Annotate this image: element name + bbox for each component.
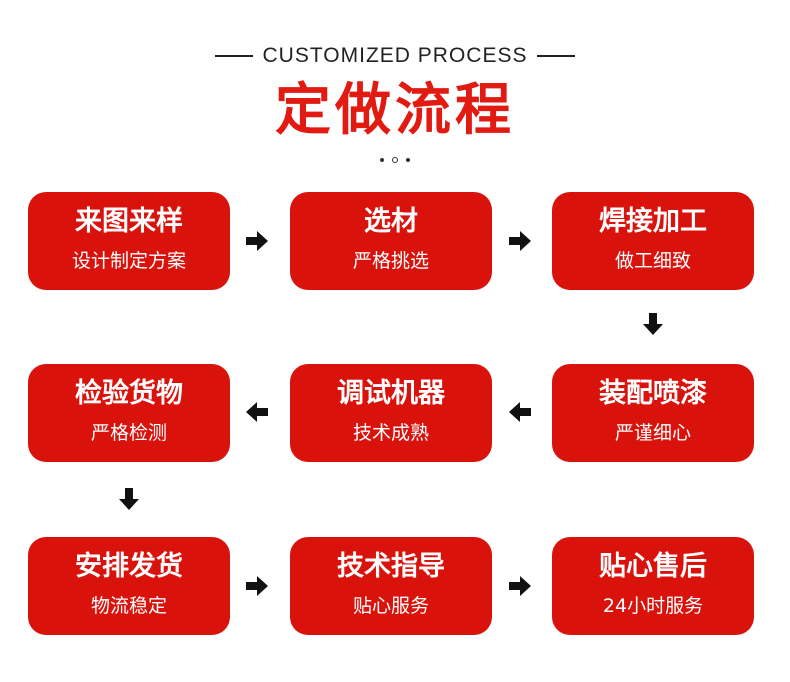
header-subtitle: CUSTOMIZED PROCESS (262, 44, 528, 67)
step-desc: 严谨细心 (614, 422, 691, 444)
arrow-right-icon (508, 574, 532, 598)
arrow-down-icon (117, 487, 141, 511)
step-desc: 严格挑选 (352, 250, 429, 272)
step-desc: 24小时服务 (602, 595, 704, 617)
arrow-right-icon (245, 574, 269, 598)
step-desc: 技术成熟 (352, 422, 429, 444)
arrow-left-icon (245, 400, 269, 424)
step-desc: 严格检测 (90, 422, 167, 444)
arrow-right-icon (508, 229, 532, 253)
dot-icon (380, 158, 384, 162)
divider-line-right (537, 55, 576, 57)
arrow-right-icon (245, 229, 269, 253)
step-title: 检验货物 (75, 378, 183, 409)
step-title: 调试机器 (337, 378, 445, 409)
step-box-4: 装配喷漆 严谨细心 (552, 364, 754, 462)
step-box-8: 技术指导 贴心服务 (290, 537, 492, 635)
step-title: 贴心售后 (599, 551, 707, 582)
step-box-6: 检验货物 严格检测 (28, 364, 230, 462)
step-title: 装配喷漆 (599, 378, 707, 409)
step-box-5: 调试机器 技术成熟 (290, 364, 492, 462)
step-desc: 贴心服务 (352, 595, 429, 617)
step-desc: 物流稳定 (90, 595, 167, 617)
step-title: 选材 (364, 206, 418, 237)
page-title: 定做流程 (275, 78, 515, 143)
divider-line-left (214, 55, 253, 57)
step-box-2: 选材 严格挑选 (290, 192, 492, 290)
step-title: 焊接加工 (599, 206, 707, 237)
step-box-1: 来图来样 设计制定方案 (28, 192, 230, 290)
arrow-left-icon (508, 400, 532, 424)
step-title: 来图来样 (75, 206, 183, 237)
step-desc: 做工细致 (614, 250, 691, 272)
step-title: 技术指导 (337, 551, 445, 582)
header-subtitle-row: CUSTOMIZED PROCESS (0, 42, 790, 70)
step-box-9: 贴心售后 24小时服务 (552, 537, 754, 635)
step-title: 安排发货 (75, 551, 183, 582)
step-box-7: 安排发货 物流稳定 (28, 537, 230, 635)
arrow-down-icon (641, 312, 665, 336)
dot-hollow-icon (392, 157, 398, 163)
dot-icon (406, 158, 410, 162)
decorative-dots (0, 154, 790, 166)
step-desc: 设计制定方案 (71, 250, 186, 272)
step-box-3: 焊接加工 做工细致 (552, 192, 754, 290)
